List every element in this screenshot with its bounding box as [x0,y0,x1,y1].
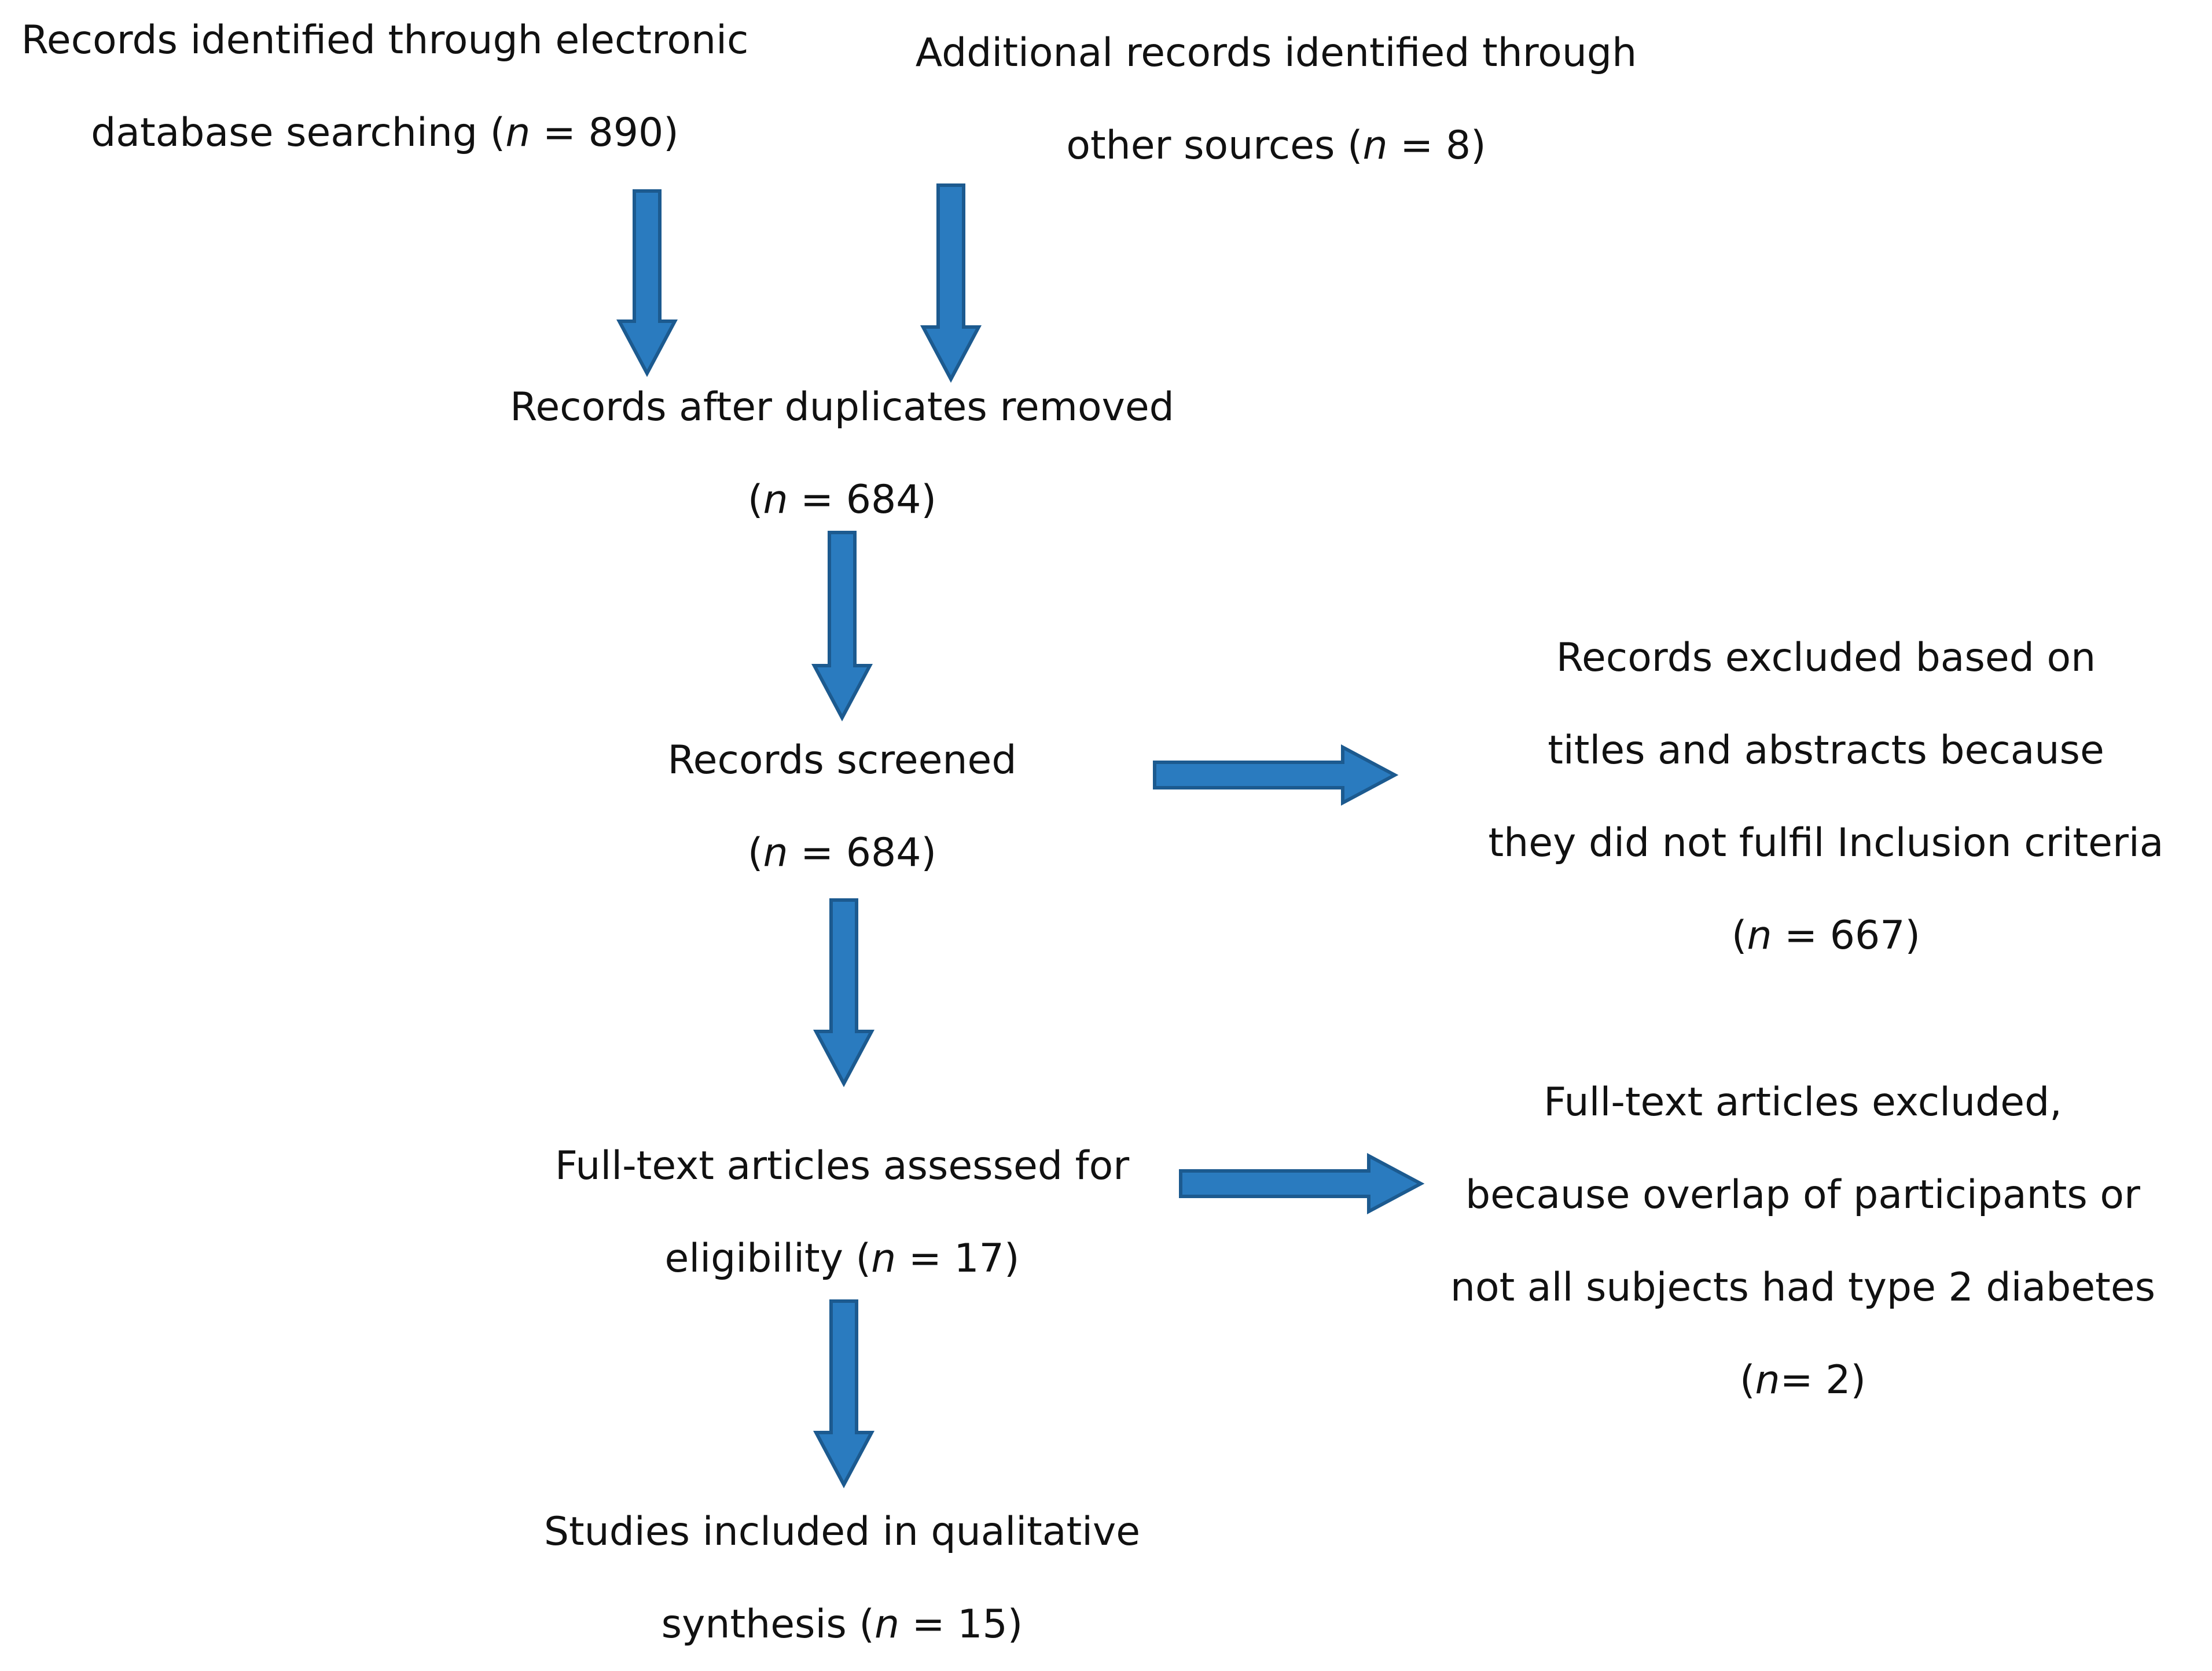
node-identified-other-line1: Additional records identified through [915,30,1637,76]
node-fulltext-assessed-line2: eligibility (n = 17) [664,1236,1020,1281]
node-records-screened: Records screened (n = 684) [550,714,1134,899]
node-after-duplicates-line1: Records after duplicates removed [510,384,1174,430]
node-fulltext-excluded-line1: Full-text articles excluded, [1544,1079,2062,1125]
node-after-duplicates: Records after duplicates removed (n = 68… [463,361,1221,546]
node-identified-other-sources: Additional records identified through ot… [868,7,1684,192]
node-fulltext-excluded-line4: (n= 2) [1739,1357,1866,1403]
node-fulltext-excluded-line3: not all subjects had type 2 diabetes [1450,1265,2156,1310]
node-identified-database-line2: database searching (n = 890) [91,110,679,156]
node-studies-included-line1: Studies included in qualitative [543,1509,1141,1555]
node-identified-database: Records identified through electronic da… [0,0,770,179]
node-excluded-titles-abstracts: Records excluded based on titles and abs… [1447,612,2205,982]
node-records-screened-line1: Records screened [667,737,1017,783]
arrow-fulltext-to-excluded [1179,1153,1425,1214]
node-identified-other-line2: other sources (n = 8) [1066,123,1486,168]
node-fulltext-assessed-line1: Full-text articles assessed for [554,1143,1130,1189]
node-records-screened-line2: (n = 684) [747,830,937,876]
node-identified-database-line1: Records identified through electronic [21,17,749,63]
arrow-other-to-duplicates [920,183,982,383]
node-excluded-titles-line4: (n = 667) [1731,913,1921,958]
node-studies-included-line2: synthesis (n = 15) [661,1602,1023,1647]
arrow-screened-to-excluded [1153,744,1399,806]
arrow-duplicates-to-screened [811,531,873,722]
arrow-fulltext-to-included [813,1299,874,1489]
node-excluded-titles-line1: Records excluded based on [1556,635,2096,681]
arrow-screened-to-fulltext [813,898,874,1088]
node-excluded-titles-line2: titles and abstracts because [1548,728,2104,773]
node-fulltext-excluded: Full-text articles excluded, because ove… [1424,1056,2182,1427]
node-after-duplicates-line2: (n = 684) [747,477,937,523]
node-fulltext-excluded-line2: because overlap of participants or [1465,1172,2140,1218]
node-excluded-titles-line3: they did not fulfil Inclusion criteria [1488,820,2164,866]
arrow-db-to-duplicates [616,189,678,377]
node-fulltext-assessed: Full-text articles assessed for eligibil… [492,1120,1192,1305]
node-studies-included: Studies included in qualitative synthesi… [492,1486,1192,1671]
